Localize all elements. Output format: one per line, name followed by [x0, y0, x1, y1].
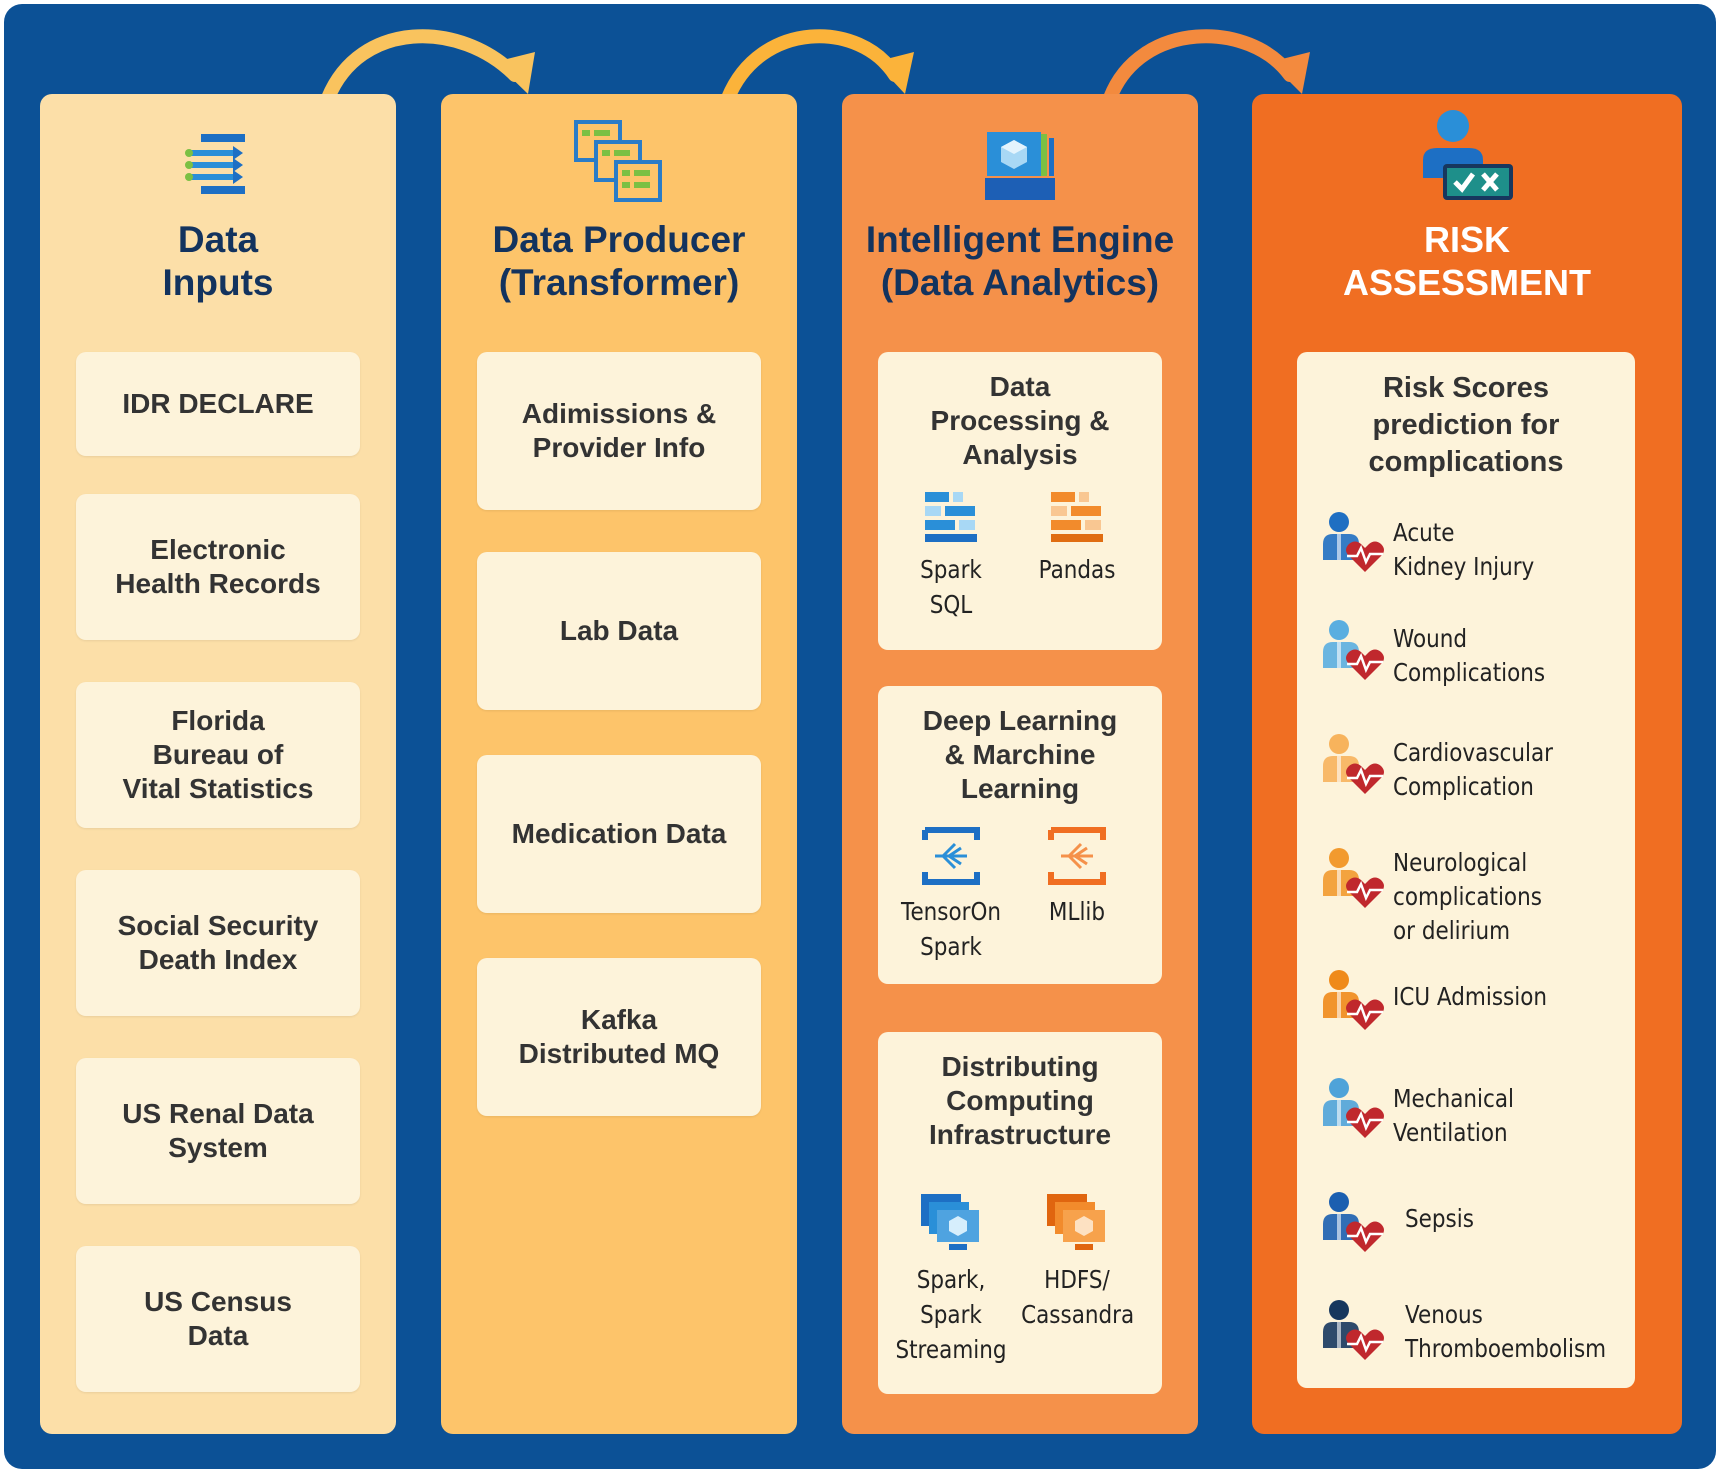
risk-item-label: Venous Thromboembolism	[1405, 1300, 1607, 1363]
risk-item-label: Wound Complications	[1393, 624, 1546, 687]
flow-arrow-producer-to-engine	[721, 29, 902, 105]
panel-distributing-computing: Distributing Computing Infrastructure Sp…	[878, 1032, 1162, 1394]
flow-arrowhead-1	[495, 52, 535, 94]
input-electronic-health-records: Electronic Health Records	[76, 494, 360, 640]
data-producer-icon	[574, 120, 662, 202]
tool-tensoronspark-label: TensorOn Spark	[900, 897, 1002, 961]
pandas-icon	[1051, 492, 1103, 542]
tool-spark-streaming-label: Spark, Spark Streaming	[895, 1265, 1007, 1364]
input-us-renal-data-system: US Renal Data System	[76, 1058, 360, 1204]
tool-hdfs-cassandra: HDFS/ Cassandra	[1012, 1192, 1142, 1332]
tool-hdfs-cassandra-label: HDFS/ Cassandra	[1021, 1265, 1135, 1329]
input-us-census-data: US Census Data	[76, 1246, 360, 1392]
risk-item-cardiovascular-complication: Cardiovascular Complication	[1321, 732, 1631, 812]
risk-item-wound-complications: Wound Complications	[1321, 618, 1631, 698]
flow-arrow-engine-to-risk	[1103, 29, 1297, 105]
risk-scores-panel-title: Risk Scores prediction for complications	[1368, 372, 1564, 478]
tool-spark-streaming: Spark, Spark Streaming	[886, 1192, 1016, 1367]
risk-item-mechanical-ventilation: Mechanical Ventilation	[1321, 1076, 1631, 1156]
producer-kafka-distributed-mq: Kafka Distributed MQ	[477, 958, 761, 1116]
patient-heart-icon	[1323, 1078, 1384, 1138]
spark-sql-icon	[925, 492, 977, 542]
risk-item-label: Acute Kidney Injury	[1393, 518, 1535, 581]
input-social-security-death-index: Social Security Death Index	[76, 870, 360, 1016]
tensoronspark-icon	[922, 827, 980, 885]
tool-mllib-label: MLlib	[1048, 897, 1106, 926]
panel-deep-learning: Deep Learning & Marchine Learning Tensor…	[878, 686, 1162, 984]
patient-heart-icon	[1323, 512, 1384, 572]
data-inputs-title: Data Inputs	[162, 219, 274, 303]
panel-deep-learning-title: Deep Learning & Marchine Learning	[922, 705, 1118, 804]
input-idr-declare: IDR DECLARE	[76, 352, 360, 456]
risk-item-label: ICU Admission	[1393, 982, 1547, 1011]
data-producer-column: Data Producer (Transformer) Adimissions …	[441, 94, 797, 1434]
risk-item-label: Mechanical Ventilation	[1393, 1084, 1514, 1147]
patient-heart-icon	[1323, 734, 1384, 794]
risk-item-neurological-complications: Neurological complications or delirium	[1321, 846, 1631, 945]
patient-heart-icon	[1323, 848, 1384, 908]
tool-spark-sql: Spark SQL	[886, 490, 1016, 622]
input-florida-vital-statistics: Florida Bureau of Vital Statistics	[76, 682, 360, 828]
producer-lab-data: Lab Data	[477, 552, 761, 710]
intelligent-engine-icon	[985, 132, 1055, 200]
tool-mllib: MLlib	[1012, 826, 1142, 929]
risk-item-icu-admission: ICU Admission	[1321, 968, 1631, 1048]
data-producer-title: Data Producer (Transformer)	[492, 219, 746, 303]
flow-arrow-inputs-to-producer	[321, 29, 522, 105]
hdfs-cassandra-icon	[1047, 1194, 1105, 1250]
data-inputs-column: Data Inputs IDR DECLARE Electronic Healt…	[40, 94, 396, 1434]
intelligent-engine-column: Intelligent Engine (Data Analytics) Data…	[842, 94, 1198, 1434]
producer-medication-data: Medication Data	[477, 755, 761, 913]
risk-item-label: Cardiovascular Complication	[1393, 738, 1553, 801]
patient-heart-icon	[1323, 1192, 1384, 1252]
intelligent-engine-title: Intelligent Engine (Data Analytics)	[865, 219, 1175, 303]
tool-spark-sql-label: Spark SQL	[920, 555, 982, 619]
producer-admissions-provider-info: Adimissions & Provider Info	[477, 352, 761, 510]
risk-assessment-icon	[1423, 110, 1513, 200]
mllib-icon	[1048, 827, 1106, 885]
risk-item-label: Neurological complications or delirium	[1393, 848, 1542, 945]
risk-assessment-title: RISK ASSESSMENT	[1342, 219, 1592, 303]
tool-pandas-label: Pandas	[1038, 555, 1116, 584]
flow-arrowhead-3	[1270, 52, 1310, 94]
risk-item-sepsis: Sepsis	[1321, 1190, 1631, 1270]
tool-tensoronspark: TensorOn Spark	[886, 826, 1016, 964]
risk-scores-panel: Risk Scores prediction for complications…	[1297, 352, 1635, 1388]
risk-item-venous-thromboembolism: Venous Thromboembolism	[1321, 1298, 1631, 1378]
risk-item-label: Sepsis	[1405, 1204, 1474, 1233]
risk-item-acute-kidney-injury: Acute Kidney Injury	[1321, 510, 1631, 590]
flow-arrowhead-2	[875, 52, 914, 94]
tool-pandas: Pandas	[1012, 490, 1142, 587]
patient-heart-icon	[1323, 970, 1384, 1030]
risk-assessment-column: RISK ASSESSMENT Risk Scores prediction f…	[1252, 94, 1682, 1434]
patient-heart-icon	[1323, 620, 1384, 680]
panel-distributing-computing-title: Distributing Computing Infrastructure	[928, 1051, 1112, 1150]
patient-heart-icon	[1323, 1300, 1384, 1360]
spark-streaming-icon	[921, 1194, 979, 1250]
panel-data-processing: Data Processing & Analysis Spark SQL Pan…	[878, 352, 1162, 650]
data-inputs-icon	[185, 134, 245, 194]
panel-data-processing-title: Data Processing & Analysis	[930, 371, 1110, 470]
